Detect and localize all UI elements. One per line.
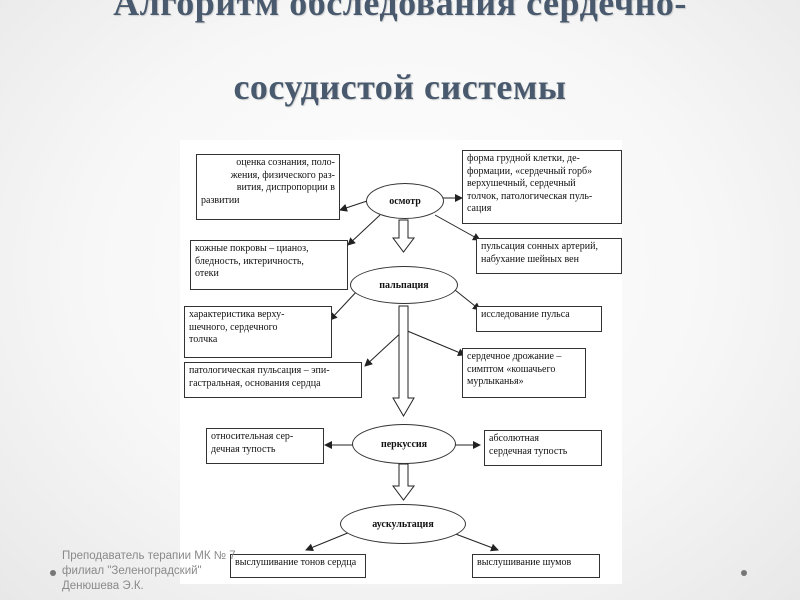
box-line: мурлыканья»: [467, 376, 524, 387]
block-arrow-2: [392, 305, 415, 417]
box-line: патологическая пульсация – эпи-: [189, 365, 330, 376]
node-inspection: осмотр: [366, 183, 444, 219]
box-line: абсолютная: [489, 433, 539, 444]
box-line: симптом «кошачьего: [467, 363, 556, 375]
box-line: сердечная тупость: [489, 445, 568, 457]
box-line: выслушивание шумов: [477, 557, 572, 568]
box-chest: форма грудной клетки, де- формации, «сер…: [462, 150, 622, 224]
block-arrow-3: [392, 463, 415, 501]
box-line: оценка сознания, поло-: [236, 157, 335, 168]
node-percussion: перкуссия: [352, 424, 456, 464]
arrow-to-patho-pulsation: [364, 329, 405, 367]
box-line: отеки: [195, 268, 219, 279]
box-murmurs: выслушивание шумов: [472, 554, 600, 578]
footer-line: Преподаватель терапии МК № 7: [62, 550, 236, 562]
slide-footer: Преподаватель терапии МК № 7 филиал "Зел…: [62, 549, 302, 594]
box-line: дечная тупость: [211, 443, 276, 455]
box-tremor: сердечное дрожание – симптом «кошачьего …: [462, 348, 586, 398]
bullet-dot-left: [50, 570, 56, 576]
box-line: кожные покровы – цианоз,: [195, 243, 309, 254]
block-arrow-1: [392, 219, 415, 253]
box-line: характеристика верху-: [189, 309, 285, 320]
box-line: сердечное дрожание –: [467, 351, 562, 362]
box-line: выслушивание тонов сердца: [235, 557, 357, 568]
arrow-to-neck-vessels: [434, 214, 481, 241]
arrow-to-consciousness: [339, 199, 371, 212]
box-absolute-dullness: абсолютная сердечная тупость: [484, 430, 602, 466]
box-line: набухание шейных вен: [481, 253, 579, 265]
slide-title-line1: Алгоритм обследования сердечно-: [113, 0, 687, 23]
arrow-to-skin: [347, 214, 381, 246]
box-pulse: исследование пульса: [476, 306, 602, 332]
box-heart-tones: выслушивание тонов сердца: [230, 554, 366, 578]
slide-title-line2: сосудистой системы: [233, 67, 567, 107]
box-relative-dullness: относительная сер- дечная тупость: [206, 428, 324, 464]
box-line: вития, диспропорции в: [236, 182, 335, 193]
box-apex-beat: характеристика верху- шечного, сердечног…: [184, 306, 332, 358]
box-line: гастральная, основания сердца: [189, 377, 321, 389]
footer-line: Денюшева Э.К.: [62, 580, 144, 592]
box-line: пульсация сонных артерий,: [481, 241, 598, 252]
box-line: толчка: [189, 334, 218, 345]
bullet-dot-right: [741, 570, 747, 576]
box-line: бледность, иктеричность,: [195, 255, 304, 267]
box-line: шечного, сердечного: [189, 321, 278, 333]
box-line: жения, физического раз-: [230, 169, 335, 181]
box-line: развитии: [201, 194, 240, 206]
box-line: исследование пульса: [481, 309, 570, 320]
box-line: формации, «сердечный горб»: [467, 165, 593, 177]
box-line: сация: [467, 203, 492, 214]
box-line: форма грудной клетки, де-: [467, 153, 580, 164]
node-auscultation: аускультация: [340, 504, 466, 544]
arrow-to-tremor: [404, 329, 466, 356]
arrow-to-apex-beat: [329, 289, 359, 321]
box-line: относительная сер-: [211, 431, 294, 442]
box-skin: кожные покровы – цианоз, бледность, икте…: [190, 240, 348, 290]
box-neck-vessels: пульсация сонных артерий, набухание шейн…: [476, 238, 622, 274]
box-line: верхушечный, сердечный: [467, 178, 576, 189]
box-consciousness: оценка сознания, поло- жения, физическог…: [196, 154, 340, 220]
box-patho-pulsation: патологическая пульсация – эпи- гастраль…: [184, 362, 362, 398]
examination-flowchart: осмотр пальпация перкуссия аускультация …: [180, 140, 622, 584]
box-line: толчок, патологическая пуль-: [467, 190, 593, 202]
arrow-to-pulse: [454, 289, 481, 311]
footer-line: филиал "Зеленоградский": [62, 565, 202, 577]
node-palpation: пальпация: [350, 266, 458, 304]
